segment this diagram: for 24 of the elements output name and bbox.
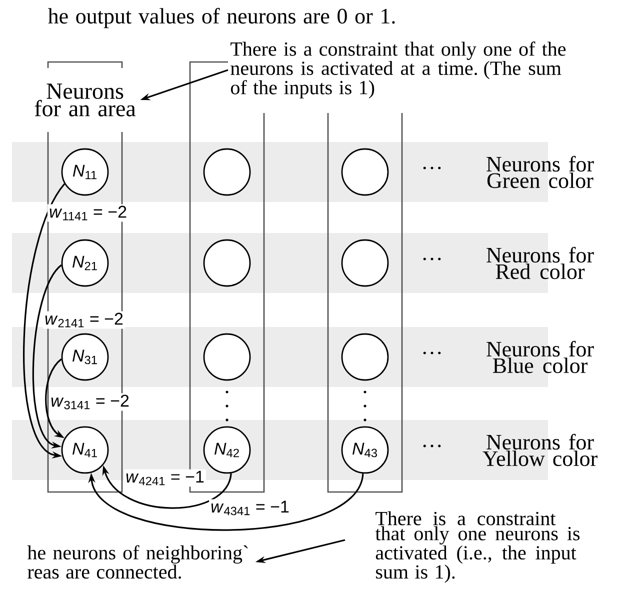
row-label: Neurons for Red color xyxy=(486,246,594,280)
neuron-circle xyxy=(341,148,389,196)
neuron-circle xyxy=(203,333,251,381)
edge-label: w$_{2141}$ = −2 xyxy=(43,311,125,329)
edge-label: w$_{4241}$ = −1 xyxy=(124,469,206,487)
neuron-circle xyxy=(341,239,389,287)
ellipsis: … xyxy=(423,166,441,170)
neuron-circle xyxy=(341,333,389,381)
ellipsis: … xyxy=(423,352,441,354)
ellipsis: … xyxy=(423,258,441,260)
edge-label: w$_{3141}$ = −2 xyxy=(49,393,131,411)
row-label: Neurons for Blue color xyxy=(486,340,594,374)
ellipsis: … xyxy=(423,444,441,448)
edge-label: w$_{1141}$ = −2 xyxy=(48,204,129,222)
annotation-text: There is a constraint that only one of the neurons is activated at a time. (The sum of the inputs is 1) xyxy=(230,42,566,98)
neuron-circle xyxy=(203,239,251,287)
annotation-text: There is a constraint that only one neurons is activated (i.e., the input sum is 1). xyxy=(375,511,580,583)
row-label: Neurons for Yellow color xyxy=(482,434,598,466)
row-label: Neurons for Green color xyxy=(486,156,594,188)
neuron-circle xyxy=(203,148,251,196)
column-box xyxy=(327,113,403,493)
heading-text: he output values of neurons are 0 or 1. xyxy=(48,8,395,28)
edge-label: w$_{4341}$ = −1 xyxy=(209,499,291,517)
annotation-text: he neurons of neighboring` reas are connected. xyxy=(27,545,248,579)
